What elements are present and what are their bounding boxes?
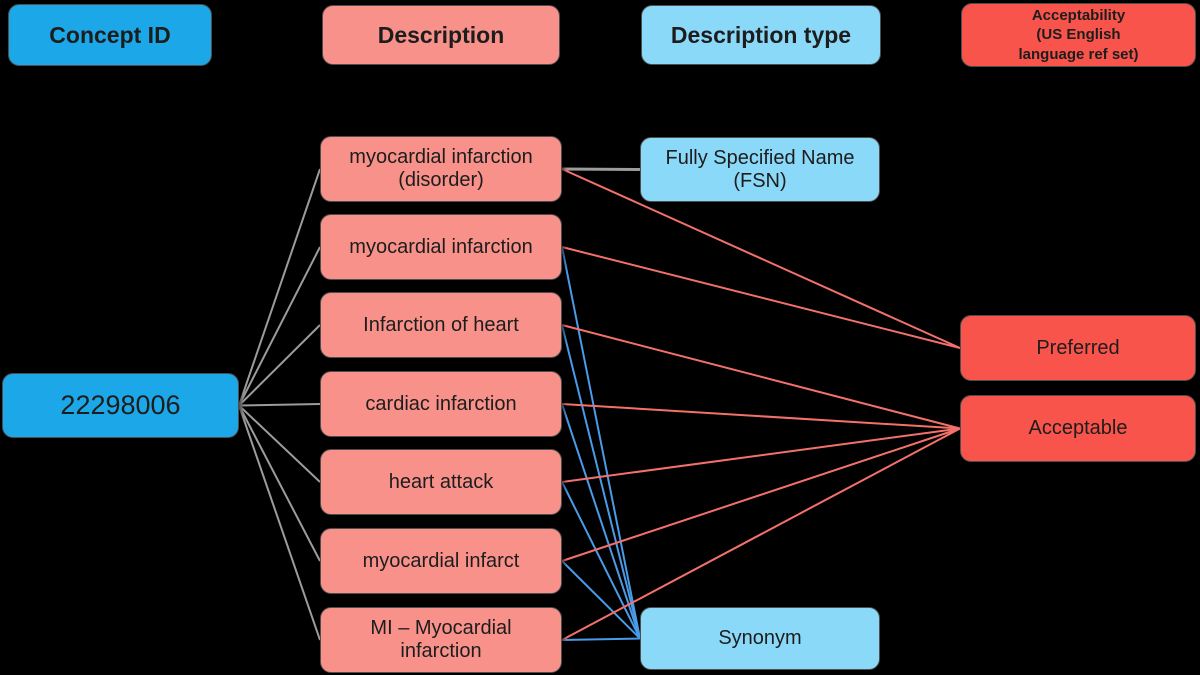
edge-desc-2-to-type-1 <box>561 324 641 639</box>
edge-concept-to-desc-6 <box>238 405 321 641</box>
header-acceptability: Acceptability (US English language ref s… <box>961 3 1196 67</box>
acceptability-node-acceptable: Acceptable <box>960 395 1196 462</box>
description-node: heart attack <box>320 449 562 515</box>
edge-desc-0-to-type-0 <box>561 167 641 171</box>
edge-desc-6-to-acc-1 <box>561 427 961 641</box>
acceptability-node-preferred: Preferred <box>960 315 1196 381</box>
concept-id-node: 22298006 <box>2 373 239 438</box>
edge-desc-0-to-acc-0 <box>561 168 961 349</box>
edge-desc-1-to-type-1 <box>561 246 641 639</box>
description-node: cardiac infarction <box>320 371 562 437</box>
edge-desc-4-to-type-1 <box>561 481 641 639</box>
edge-desc-3-to-acc-1 <box>561 403 961 430</box>
header-concept-id: Concept ID <box>8 4 212 66</box>
edge-concept-to-desc-1 <box>238 246 321 406</box>
edge-concept-to-desc-3 <box>238 403 321 407</box>
edge-desc-1-to-acc-0 <box>561 246 961 349</box>
header-description: Description <box>322 5 560 65</box>
description-node-fsn-term: myocardial infarction (disorder) <box>320 136 562 202</box>
edge-concept-to-desc-0 <box>238 168 321 406</box>
description-node: MI – Myocardial infarction <box>320 607 562 673</box>
edge-concept-to-desc-2 <box>238 324 321 407</box>
description-node: myocardial infarct <box>320 528 562 594</box>
edge-desc-4-to-acc-1 <box>561 427 961 483</box>
header-description-type: Description type <box>641 5 881 65</box>
edge-concept-to-desc-4 <box>238 404 321 483</box>
description-node: Infarction of heart <box>320 292 562 358</box>
edge-desc-5-to-type-1 <box>561 560 641 640</box>
edge-concept-to-desc-5 <box>238 405 321 562</box>
edge-desc-5-to-acc-1 <box>561 427 961 562</box>
description-node: myocardial infarction <box>320 214 562 280</box>
edge-desc-3-to-type-1 <box>561 403 641 639</box>
description-type-node-fsn: Fully Specified Name (FSN) <box>640 137 880 202</box>
edge-desc-6-to-type-1 <box>561 637 641 641</box>
edge-desc-2-to-acc-1 <box>561 324 961 430</box>
description-type-node-synonym: Synonym <box>640 607 880 670</box>
